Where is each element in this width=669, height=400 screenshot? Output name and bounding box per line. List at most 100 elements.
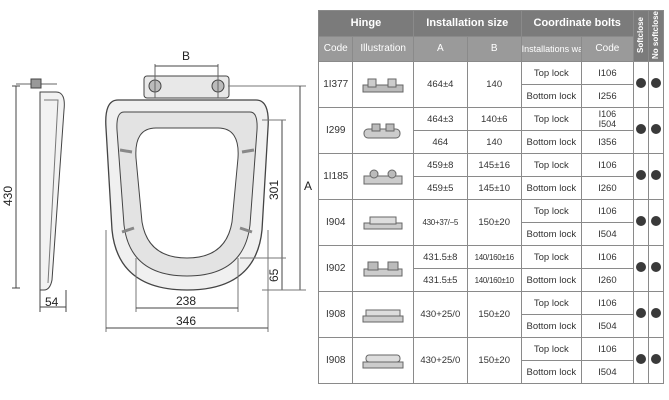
subheader-b: B — [466, 35, 522, 63]
size-b: 150±20 — [466, 337, 522, 385]
size-a: 430+25/0 — [412, 337, 468, 385]
way-top: Top lock — [520, 337, 583, 362]
way-bottom: Bottom lock — [520, 176, 583, 201]
subheader-a: A — [412, 35, 468, 63]
bolt-code: I260 — [581, 268, 634, 293]
dim-a: A — [304, 179, 312, 193]
technical-drawing: B A 430 54 301 65 238 346 — [1, 49, 312, 332]
hinge-illustration — [352, 245, 414, 293]
way-bottom: Bottom lock — [520, 222, 583, 247]
size-a: 431.5±5 — [412, 268, 468, 293]
header-coordinate-bolts: Coordinate bolts — [520, 10, 634, 37]
softclose-dot — [632, 199, 649, 247]
bolt-code: I504 — [581, 222, 634, 247]
softclose-dot — [632, 337, 649, 385]
bolt-code: I504 — [581, 314, 634, 339]
hinge-icon — [363, 123, 401, 139]
row-code: I299 — [317, 107, 354, 155]
row-code: I908 — [317, 291, 354, 339]
bolt-code: I106 — [581, 153, 634, 178]
header-installation-size: Installation size — [412, 10, 522, 37]
dim-54: 54 — [45, 295, 59, 309]
hinge-icon — [362, 354, 404, 369]
way-top: Top lock — [520, 291, 583, 316]
row-code: I908 — [317, 337, 354, 385]
softclose-dot — [632, 153, 649, 201]
side-view — [12, 78, 67, 312]
softclose-dot — [632, 107, 649, 155]
size-a: 459±8 — [412, 153, 468, 178]
way-bottom: Bottom lock — [520, 268, 583, 293]
spec-table: Hinge Installation size Coordinate bolts… — [317, 9, 665, 385]
front-view — [105, 64, 306, 332]
no-softclose-dot — [647, 153, 665, 201]
row-code: 1I185 — [317, 153, 354, 201]
no-softclose-dot — [647, 291, 665, 339]
hinge-illustration — [352, 107, 414, 155]
header-hinge: Hinge — [318, 10, 414, 37]
dim-346: 346 — [176, 314, 196, 328]
hinge-icon — [362, 309, 404, 323]
hinge-icon — [363, 261, 403, 277]
size-a: 430+37/−5 — [412, 199, 468, 247]
bolt-code: I106 — [581, 199, 634, 224]
hinge-illustration — [352, 337, 414, 385]
size-b: 140±6 — [466, 107, 522, 132]
bolt-code: I356 — [581, 130, 634, 155]
hinge-illustration — [352, 61, 414, 109]
row-code: I902 — [317, 245, 354, 293]
bolt-code: I106 — [581, 337, 634, 362]
hinge-illustration — [352, 153, 414, 201]
hinge-illustration — [352, 291, 414, 339]
size-a: 459±5 — [412, 176, 468, 201]
way-top: Top lock — [520, 107, 583, 132]
way-top: Top lock — [520, 199, 583, 224]
dim-238: 238 — [176, 294, 196, 308]
size-a: 430+25/0 — [412, 291, 468, 339]
softclose-dot — [632, 61, 649, 109]
size-a: 431.5±8 — [412, 245, 468, 270]
subheader-illustration: Illustration — [352, 35, 414, 63]
no-softclose-dot — [647, 61, 665, 109]
way-bottom: Bottom lock — [520, 130, 583, 155]
dim-430: 430 — [1, 186, 15, 206]
size-b: 140 — [466, 130, 522, 155]
subheader-code: Code — [317, 35, 354, 63]
row-code: 1I377 — [317, 61, 354, 109]
size-b: 150±20 — [466, 199, 522, 247]
size-a: 464±3 — [412, 107, 468, 132]
size-a: 464±4 — [412, 61, 468, 109]
size-b: 145±10 — [466, 176, 522, 201]
subheader-installations-way: Installations way — [520, 35, 583, 63]
no-softclose-dot — [647, 199, 665, 247]
way-bottom: Bottom lock — [520, 314, 583, 339]
size-b: 140/160±10 — [466, 268, 522, 293]
way-bottom: Bottom lock — [520, 360, 583, 385]
size-a: 464 — [412, 130, 468, 155]
hinge-icon — [363, 216, 403, 230]
hinge-icon — [363, 169, 403, 185]
bolt-code: I106 — [581, 291, 634, 316]
header-no-softclose: No softclose — [647, 9, 665, 63]
row-code: I904 — [317, 199, 354, 247]
header-softclose: Softclose — [632, 9, 649, 63]
dim-b: B — [182, 49, 190, 63]
bolt-code: I504 — [581, 360, 634, 385]
size-b: 145±16 — [466, 153, 522, 178]
no-softclose-dot — [647, 337, 665, 385]
no-softclose-dot — [647, 245, 665, 293]
size-b: 140 — [466, 61, 522, 109]
way-bottom: Bottom lock — [520, 84, 583, 109]
bolt-code: I106 — [581, 245, 634, 270]
way-top: Top lock — [520, 153, 583, 178]
softclose-dot — [632, 291, 649, 339]
size-b: 140/160±16 — [466, 245, 522, 270]
hinge-icon — [362, 78, 404, 93]
dim-65: 65 — [267, 268, 281, 282]
hinge-illustration — [352, 199, 414, 247]
no-softclose-dot — [647, 107, 665, 155]
bolt-code: I256 — [581, 84, 634, 109]
bolt-code: I106 — [581, 61, 634, 86]
way-top: Top lock — [520, 61, 583, 86]
